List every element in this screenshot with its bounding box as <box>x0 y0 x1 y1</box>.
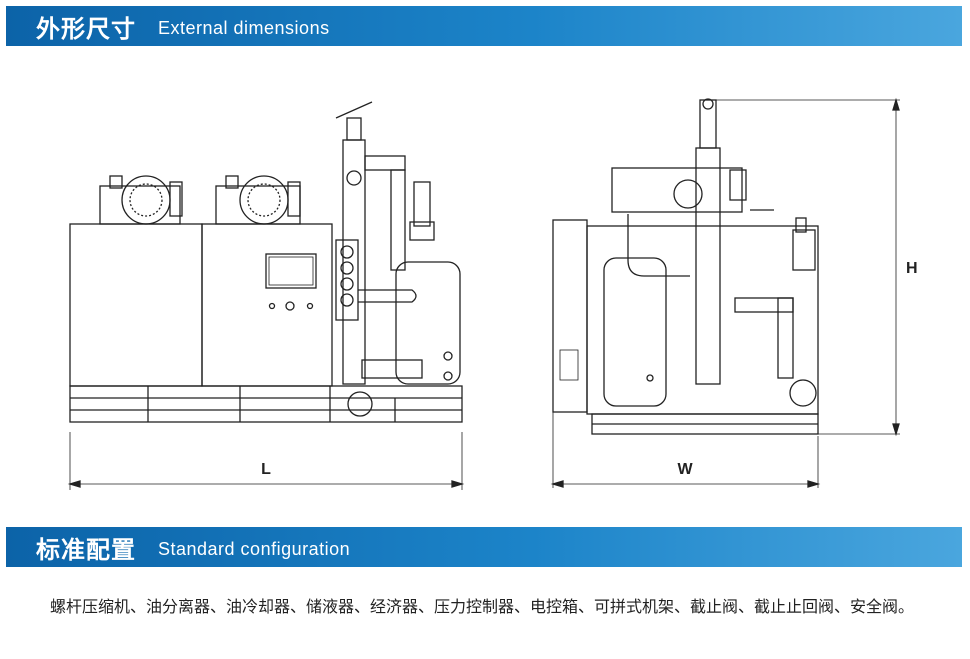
section-title-zh: 外形尺寸 <box>36 14 136 43</box>
section-title-en: Standard configuration <box>158 538 351 559</box>
side-view <box>550 97 900 488</box>
section-title-en: External dimensions <box>158 17 330 38</box>
front-view <box>67 101 465 490</box>
unit-dimension-drawing: L W H <box>67 97 918 490</box>
section-header-dimensions: 外形尺寸 External dimensions <box>6 6 962 46</box>
configuration-list-text: 螺杆压缩机、油分离器、油冷却器、储液器、经济器、压力控制器、电控箱、可拼式机架、… <box>50 597 915 616</box>
width-label: W <box>677 461 693 478</box>
height-label: H <box>906 260 918 277</box>
length-label: L <box>261 461 271 478</box>
section-title-zh: 标准配置 <box>36 535 136 564</box>
section-header-configuration: 标准配置 Standard configuration <box>6 527 962 567</box>
